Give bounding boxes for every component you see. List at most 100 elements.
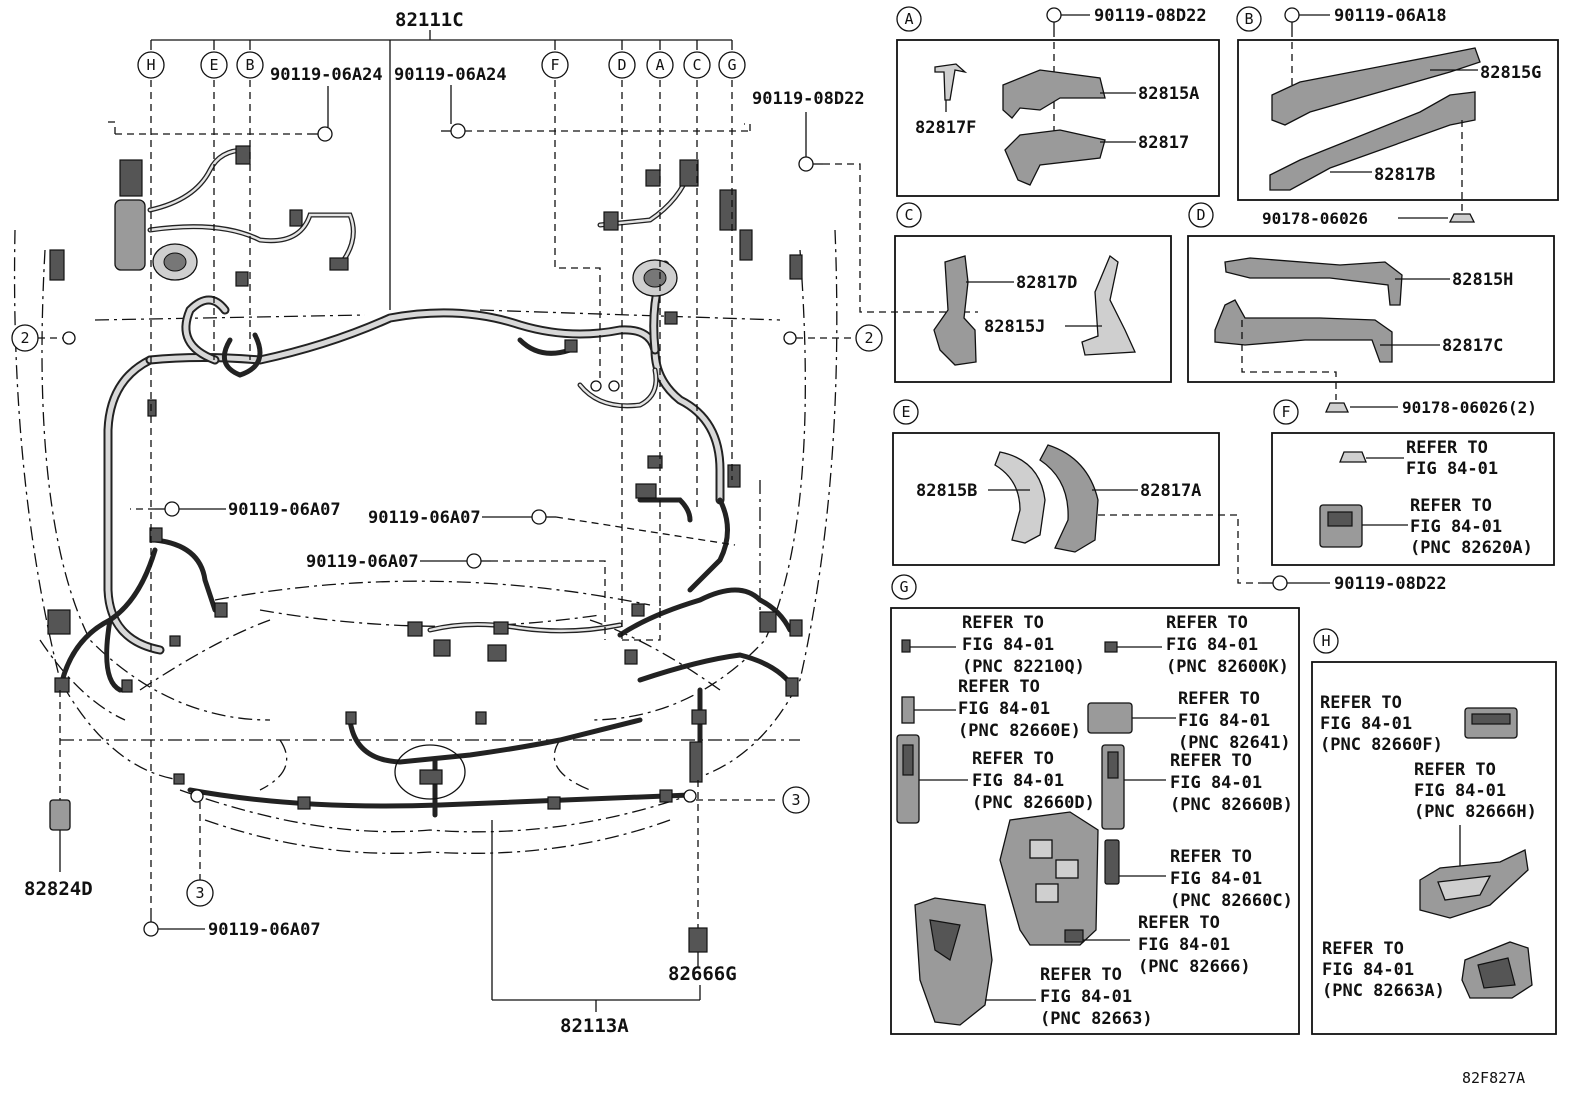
part-82815g-icon <box>1271 47 1481 126</box>
panel-f-letter: F <box>1281 403 1290 421</box>
callout-bolt-90119-06a24-right: 90119-06A24 <box>394 65 507 85</box>
panel-g-ref8-line3: (PNC 82666) <box>1138 957 1251 977</box>
figure-code: 82F827A <box>1462 1069 1525 1087</box>
part-82817b-icon <box>1269 91 1476 191</box>
panel-f-ref2-line1: REFER TO <box>1410 496 1492 516</box>
panel-g-ref7-line1: REFER TO <box>1170 847 1252 867</box>
panel-a-part-82817f: 82817F <box>915 118 976 138</box>
part-82817d-icon <box>933 255 977 366</box>
panel-g-ref4-line2: FIG 84-01 <box>1178 711 1270 731</box>
marker-f: F <box>550 56 559 74</box>
part-82817f-icon <box>934 63 968 101</box>
panel-c-letter: C <box>904 206 913 224</box>
callout-bolt-90119-06a07-c: 90119-06A07 <box>306 552 419 572</box>
part-82817c-icon <box>1214 299 1393 363</box>
panel-b-clip-label: 90178-06026 <box>1262 209 1368 228</box>
relay-block-left <box>114 199 146 271</box>
panel-h-ref2-line3: (PNC 82666H) <box>1414 802 1537 822</box>
panel-g-ref6-line2: FIG 84-01 <box>1170 773 1262 793</box>
clip-icon <box>1324 402 1350 413</box>
panel-h-ref1-line2: FIG 84-01 <box>1320 714 1412 734</box>
panel-h-ref2-line1: REFER TO <box>1414 760 1496 780</box>
panel-g-ref5-line3: (PNC 82660D) <box>972 793 1095 813</box>
panel-g-ref3-line2: FIG 84-01 <box>958 699 1050 719</box>
marker-b: B <box>245 56 254 74</box>
panel-h-letter: H <box>1321 632 1330 650</box>
bolt-icon <box>1046 7 1062 30</box>
panel-g-ref1-line3: (PNC 82210Q) <box>962 657 1085 677</box>
marker-3-left: 3 <box>195 884 204 902</box>
panel-h-ref1-line3: (PNC 82660F) <box>1320 735 1443 755</box>
panel-h-ref2-line2: FIG 84-01 <box>1414 781 1506 801</box>
bolt-icon <box>466 553 491 569</box>
detail-panel-c: C 82817D 82815J <box>894 202 1172 383</box>
harness-82113a-label: 82113A <box>560 1015 629 1037</box>
panel-g-ref1-line1: REFER TO <box>962 613 1044 633</box>
bolt-icon <box>531 509 556 525</box>
panel-g-ref9-line2: FIG 84-01 <box>1040 987 1132 1007</box>
panel-g-ref9-line3: (PNC 82663) <box>1040 1009 1153 1029</box>
panel-g-ref6-line3: (PNC 82660B) <box>1170 795 1293 815</box>
clip-icon <box>1448 213 1476 223</box>
panel-c-part-82815j: 82815J <box>984 317 1045 337</box>
panel-g-ref3-line3: (PNC 82660E) <box>958 721 1081 741</box>
harness-82111c-label: 82111C <box>395 9 464 31</box>
marker-2-left: 2 <box>20 329 29 347</box>
engine-bay-drawing <box>13 80 978 968</box>
harness-82111c-bracket <box>150 30 733 310</box>
callout-bolt-90119-06a07-b: 90119-06A07 <box>368 508 481 528</box>
detail-panel-a: A 90119-08D22 82817F 82815A 82817 <box>896 6 1220 197</box>
panel-d-part-82815h: 82815H <box>1452 270 1513 290</box>
connector-top-left <box>119 159 143 197</box>
callout-bolt-90119-06a07-d: 90119-06A07 <box>208 920 321 940</box>
marker-d: D <box>617 56 626 74</box>
panel-b-part-82815g: 82815G <box>1480 63 1541 83</box>
detail-panel-g: G REFER TO FIG 84-01 (PNC 82210Q) REFER … <box>890 574 1300 1035</box>
panel-g-ref1-line2: FIG 84-01 <box>962 635 1054 655</box>
panel-h-ref3-line3: (PNC 82663A) <box>1322 981 1445 1001</box>
panel-g-bolt-label: 90119-08D22 <box>1334 574 1447 594</box>
panel-d-part-82817c: 82817C <box>1442 336 1503 356</box>
bolt-icon <box>143 912 159 937</box>
harness-82113a-bracket <box>491 820 701 1012</box>
panel-g-ref2-line2: FIG 84-01 <box>1166 635 1258 655</box>
callout-bolt-90119-08d22-main: 90119-08D22 <box>752 89 865 109</box>
marker-c: C <box>692 56 701 74</box>
panel-a-part-82817: 82817 <box>1138 133 1189 153</box>
bolt-icon <box>1284 7 1300 30</box>
bolt-icon <box>798 156 823 172</box>
marker-e: E <box>209 56 218 74</box>
part-82815j-icon <box>1081 254 1136 356</box>
bolt-icon <box>441 123 466 139</box>
panel-g-ref2-line1: REFER TO <box>1166 613 1248 633</box>
part-82666g-icon <box>688 927 708 953</box>
part-82666g-label: 82666G <box>668 963 737 985</box>
part-82817a-icon <box>1039 444 1099 553</box>
panel-e-part-82817a: 82817A <box>1140 481 1201 501</box>
detail-panel-f: F REFER TO FIG 84-01 REFER TO FIG 84-01 … <box>1271 399 1555 566</box>
marker-a: A <box>655 56 664 74</box>
panel-a-part-82815a: 82815A <box>1138 84 1199 104</box>
detail-panel-h: H REFER TO FIG 84-01 (PNC 82660F) REFER … <box>1311 628 1557 1035</box>
panel-b-letter: B <box>1244 10 1253 28</box>
panel-f-ref1-line2: FIG 84-01 <box>1406 459 1498 479</box>
panel-g-ref5-line2: FIG 84-01 <box>972 771 1064 791</box>
marker-h: H <box>146 56 155 74</box>
panel-a-letter: A <box>904 10 913 28</box>
part-82824d-icon <box>49 799 71 831</box>
panel-g-letter: G <box>899 578 908 596</box>
panel-f-ref2-line2: FIG 84-01 <box>1410 517 1502 537</box>
panel-g-ref4-line1: REFER TO <box>1178 689 1260 709</box>
bolt-icon <box>1262 575 1288 591</box>
panel-d-letter: D <box>1196 206 1205 224</box>
callout-bolt-90119-06a24-left: 90119-06A24 <box>270 65 383 85</box>
panel-e-letter: E <box>901 403 910 421</box>
panel-g-ref6-line1: REFER TO <box>1170 751 1252 771</box>
panel-a-bolt-label: 90119-08D22 <box>1094 6 1207 26</box>
top-letter-markers: H E B F D A C G <box>137 51 746 79</box>
panel-d-clip-label: 90178-06026(2) <box>1402 398 1537 417</box>
panel-h-ref1-line1: REFER TO <box>1320 693 1402 713</box>
part-82815a-icon <box>1002 69 1106 119</box>
fuse-box-icon <box>999 811 1099 946</box>
